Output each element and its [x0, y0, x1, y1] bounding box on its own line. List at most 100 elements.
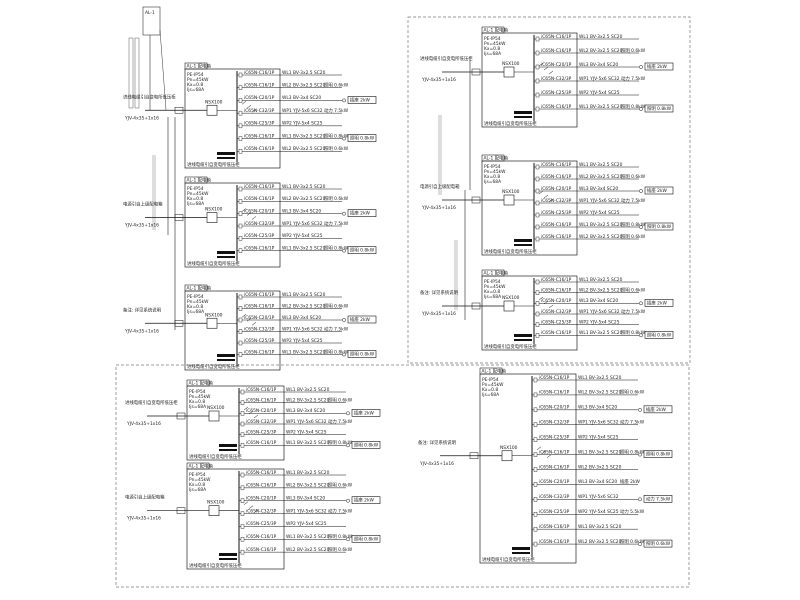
circuit-cable-label: WL3 BV-3x4 SC20 [578, 479, 617, 485]
incoming-cable-label: YJV-4x35+1x16 [124, 223, 159, 229]
circuit-breaker-label: iC65N-C16/1P [539, 375, 570, 381]
panel-meta-text: Kx=0.8 [482, 387, 498, 393]
circuit-load-label: 照明 0.6kW [328, 483, 353, 489]
circuit-breaker-symbol [535, 50, 540, 56]
distribution-panel-block: AL-1 配电箱PE-IP54Pn=45kWKx=0.8Ijs=68ANSX10… [420, 27, 674, 128]
terminal-symbol [342, 98, 346, 103]
panel-header-text: AL-1 配电箱 [189, 380, 214, 387]
panel-meta-text: Ijs=68A [482, 392, 499, 398]
panel-meta-text: Pn=45kW [484, 41, 506, 47]
incoming-meter-symbol [471, 68, 481, 76]
circuit-breaker-symbol [238, 199, 243, 204]
panel-footnote-text: 进线电缆引自变电所低压柜 [484, 343, 537, 350]
circuit-load-label: 照明 0.6kW [621, 287, 646, 293]
circuit-breaker-label: iC65N-C20/1P [246, 408, 277, 414]
main-breaker-label: NSX100 [502, 295, 520, 301]
load-callout-text: 照明 0.8kW [350, 136, 375, 142]
circuit-breaker-label: iC65N-C16/1P [246, 483, 277, 489]
load-callout-text: 照明 0.6kW [646, 541, 671, 547]
circuit-breaker-label: iC65N-C32/3P [539, 494, 570, 500]
switch-contact-symbol [536, 446, 542, 450]
load-callout-box [347, 315, 377, 324]
panel-footnote-text: 进线电缆引自变电所低压柜 [484, 120, 537, 127]
circuit-cable-label: WP1 YJV-5x6 SC32 [286, 419, 327, 425]
circuit-breaker-label: iC65N-C16/1P [539, 539, 570, 545]
circuit-cable-label: WL1 BV-3x2.5 SC20 [282, 70, 326, 76]
circuit-load-label: 动力 7.5kW [324, 325, 349, 332]
circuit-cable-label: WL2 BV-3x2.5 SC20 [579, 287, 623, 293]
circuit-breaker-symbol [238, 248, 243, 253]
circuit-breaker-label: iC65N-C16/1P [246, 397, 277, 403]
circuit-breaker-symbol [535, 236, 540, 242]
incoming-meter-symbol [174, 107, 184, 114]
label-bar [219, 553, 237, 556]
circuit-breaker-symbol [238, 306, 243, 311]
switch-contact-symbol [543, 194, 549, 199]
circuit-breaker-label: iC65N-C16/1P [541, 277, 572, 283]
load-callout-box [351, 409, 381, 417]
label-bar [217, 354, 235, 357]
main-breaker-label: NSX100 [207, 500, 225, 506]
panel-footnote-text: 进线电缆引自变电所低压柜 [187, 161, 240, 168]
panel-meta-text: Kx=0.8 [484, 289, 500, 295]
circuit-breaker-symbol [535, 301, 540, 306]
circuit-cable-label: WL2 BV-3x2.5 SC20 [579, 48, 623, 54]
panel-meta-text: PE-IP54 [484, 36, 501, 42]
panel-meta-text: PE-IP54 [187, 294, 204, 300]
panel-meta-text: Ijs=68A [189, 487, 206, 493]
circuit-cable-label: WL3 BV-3x4 SC20 [579, 186, 618, 192]
distribution-panel-block: AL-1 配电箱PE-IP54Pn=45kWKx=0.8Ijs=68ANSX10… [123, 63, 377, 169]
circuit-breaker-label: iC65N-C25/3P [244, 233, 275, 239]
load-callout-box [643, 539, 673, 548]
switch-contact-symbol [243, 501, 249, 505]
circuit-breaker-label: iC65N-C25/3P [244, 121, 275, 127]
label-bar [219, 444, 237, 447]
feeder-note-text: 进线电缆引自变电所低压柜 [420, 55, 473, 62]
panel-meta-text: Kx=0.8 [189, 399, 205, 405]
top-label-text: AL-1 [145, 10, 155, 16]
switch-contact-symbol [543, 66, 549, 71]
circuit-breaker-label: iC65N-C25/3P [539, 434, 570, 440]
load-callout-box [644, 186, 674, 195]
circuit-cable-label: WL1 BV-3x2.5 SC20 [282, 349, 326, 355]
panel-meta-text: Kx=0.8 [187, 196, 203, 202]
panel-meta-text: PE-IP54 [189, 472, 206, 478]
circuit-breaker-label: iC65N-C16/1P [244, 70, 275, 76]
incoming-cable-label: YJV-4x35+1x16 [126, 421, 161, 427]
terminal-symbol [342, 136, 346, 141]
circuit-cable-label: WL1 BV-3x2.5 SC20 [578, 524, 622, 530]
circuit-cable-label: WP2 YJV-5x4 SC25 [286, 429, 327, 435]
circuit-cable-label: WL1 BV-3x2.5 SC20 [286, 534, 330, 540]
circuit-breaker-symbol [533, 392, 538, 398]
circuit-cable-label: WP2 YJV-5x4 SC25 [579, 319, 620, 325]
circuit-breaker-symbol [535, 311, 540, 317]
load-callout-text: 插座 2kW [647, 299, 668, 306]
circuit-breaker-label: iC65N-C25/3P [246, 429, 277, 435]
circuit-breaker-label: iC65N-C16/1P [541, 234, 572, 240]
circuit-breaker-symbol [535, 176, 540, 182]
circuit-cable-label: WL2 BV-3x2.5 SC20 [578, 464, 622, 470]
circuit-breaker-label: iC65N-C32/3P [541, 76, 572, 82]
circuit-breaker-symbol [535, 36, 540, 42]
load-callout-text: 插座 2kW [350, 210, 371, 217]
panel-header-text: AL-1 配电箱 [484, 155, 509, 162]
switch-contact-symbol [241, 208, 247, 212]
circuit-breaker-symbol [535, 188, 540, 194]
switch-contact-symbol [548, 70, 554, 75]
switch-contact-symbol [541, 450, 547, 454]
circuit-cable-label: WL1 BV-3x2.5 SC20 [282, 245, 326, 251]
terminal-symbol [638, 407, 642, 412]
circuit-breaker-label: iC65N-C16/1P [244, 349, 275, 355]
terminal-symbol [639, 65, 643, 69]
circuit-breaker-symbol [535, 279, 540, 285]
circuit-breaker-symbol [238, 72, 243, 78]
circuit-breaker-label: iC65N-C32/3P [244, 108, 275, 114]
circuit-breaker-label: iC65N-C16/1P [244, 292, 275, 298]
load-callout-text: 照明 0.8kW [646, 452, 671, 458]
label-bar [514, 111, 532, 114]
terminal-symbol [638, 452, 642, 457]
circuit-breaker-label: iC65N-C16/1P [541, 287, 572, 293]
circuit-cable-label: WP1 YJV-5x6 SC32 [286, 508, 327, 514]
label-bar [217, 157, 235, 159]
